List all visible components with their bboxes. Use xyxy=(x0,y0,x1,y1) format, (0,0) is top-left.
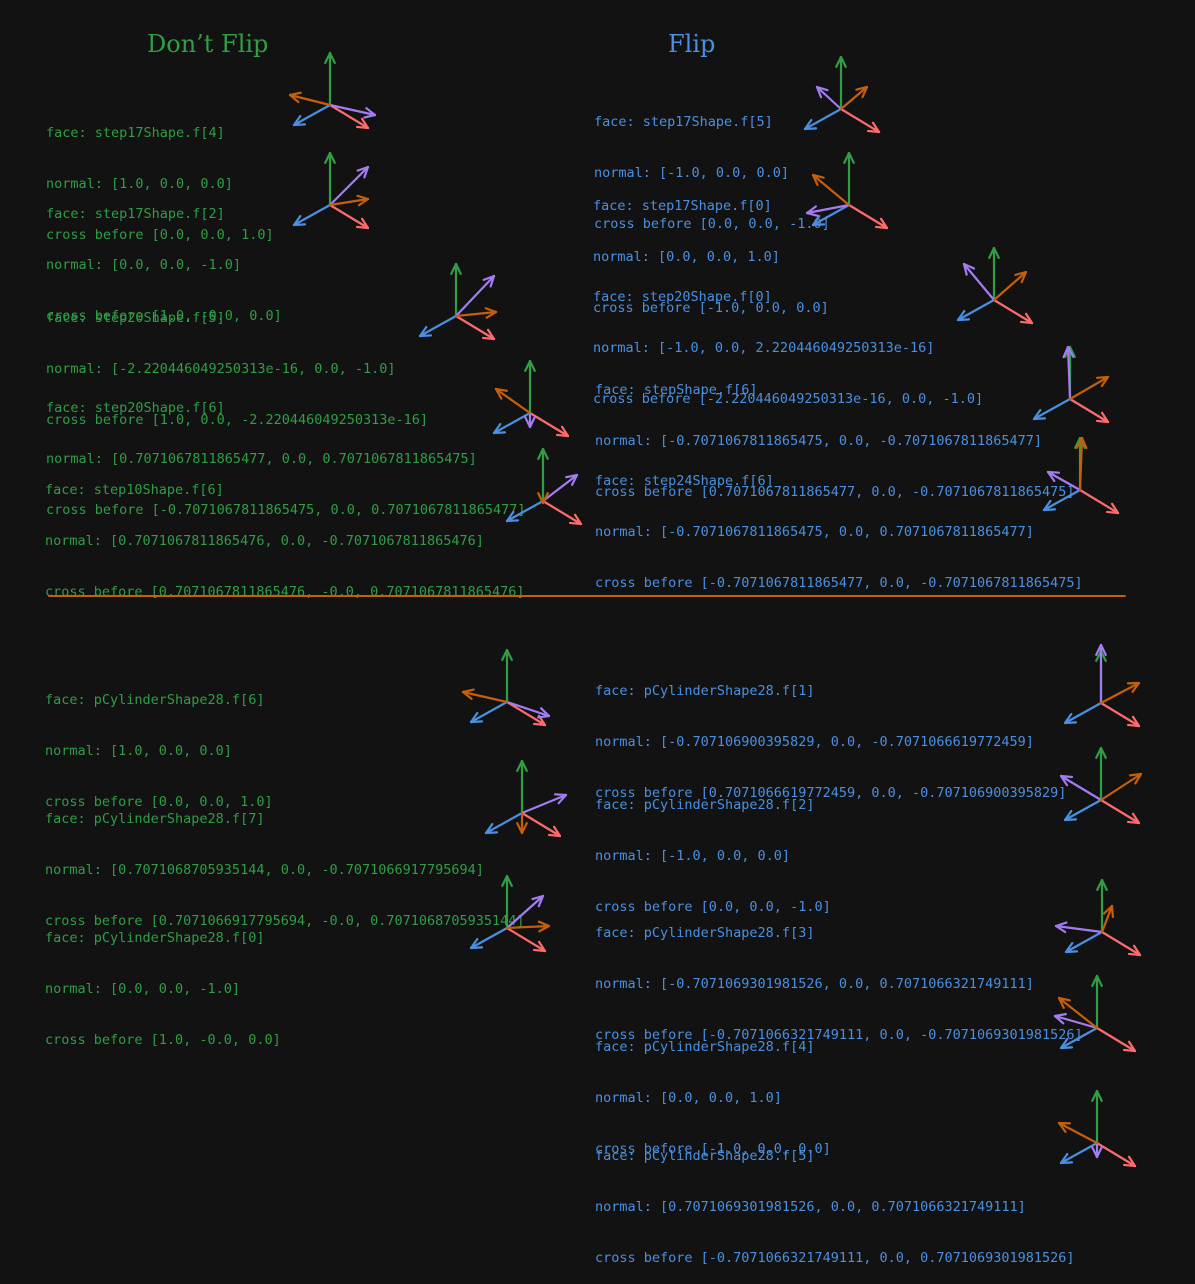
normal-arrow-icon xyxy=(817,87,841,109)
left-axis-arrow-icon xyxy=(958,300,994,320)
axis-gizmo-icon xyxy=(486,761,566,836)
axis-gizmo-icon xyxy=(1061,748,1141,823)
normal-arrow-icon xyxy=(807,205,849,216)
up-axis-arrow-icon xyxy=(502,650,512,702)
cross-before-label: cross before [-0.7071066321749111, 0.0, … xyxy=(595,1250,1075,1267)
cross-arrow-icon xyxy=(463,690,507,702)
normal-arrow-icon xyxy=(507,896,543,928)
up-axis-arrow-icon xyxy=(538,449,548,501)
axis-gizmo-icon xyxy=(958,248,1032,323)
axis-gizmo-icon xyxy=(1044,438,1118,513)
up-axis-arrow-icon xyxy=(989,248,999,300)
right-axis-arrow-icon xyxy=(456,316,494,339)
normal-arrow-icon xyxy=(543,475,577,501)
axis-gizmo-icon xyxy=(463,650,549,725)
cross-arrow-icon xyxy=(1102,906,1113,932)
right-axis-arrow-icon xyxy=(841,109,879,132)
axis-gizmos xyxy=(0,0,1195,1205)
left-axis-arrow-icon xyxy=(1034,399,1070,419)
cross-arrow-icon xyxy=(290,93,330,105)
axis-gizmo-icon xyxy=(1055,976,1135,1051)
normal-arrow-icon xyxy=(522,794,566,813)
right-axis-arrow-icon xyxy=(1097,1028,1135,1051)
cross-arrow-icon xyxy=(994,272,1026,300)
right-axis-arrow-icon xyxy=(994,300,1032,323)
left-axis-arrow-icon xyxy=(1061,1143,1097,1163)
left-axis-arrow-icon xyxy=(507,501,543,521)
right-axis-arrow-icon xyxy=(1101,800,1139,823)
left-axis-arrow-icon xyxy=(471,928,507,948)
left-axis-arrow-icon xyxy=(1044,490,1080,510)
normal-arrow-icon xyxy=(1096,645,1106,703)
right-axis-arrow-icon xyxy=(1101,703,1139,726)
cross-arrow-icon xyxy=(1077,438,1087,490)
up-axis-arrow-icon xyxy=(525,361,535,413)
right-axis-arrow-icon xyxy=(530,413,568,436)
up-axis-arrow-icon xyxy=(325,53,335,105)
normal-arrow-icon xyxy=(330,105,375,118)
left-axis-arrow-icon xyxy=(471,702,507,722)
axis-gizmo-icon xyxy=(494,361,568,436)
left-axis-arrow-icon xyxy=(1061,1028,1097,1048)
up-axis-arrow-icon xyxy=(517,761,527,813)
right-axis-arrow-icon xyxy=(330,205,368,228)
left-axis-arrow-icon xyxy=(805,109,841,129)
cross-arrow-icon xyxy=(841,87,867,109)
axis-gizmo-icon xyxy=(807,153,887,228)
up-axis-arrow-icon xyxy=(836,57,846,109)
up-axis-arrow-icon xyxy=(451,264,461,316)
normal-arrow-icon xyxy=(964,264,994,300)
cross-arrow-icon xyxy=(1070,377,1108,399)
left-axis-arrow-icon xyxy=(294,105,330,125)
axis-gizmo-icon xyxy=(294,153,368,228)
cross-arrow-icon xyxy=(496,389,530,413)
left-axis-arrow-icon xyxy=(1065,703,1101,723)
right-axis-arrow-icon xyxy=(849,205,887,228)
left-axis-arrow-icon xyxy=(1065,800,1101,820)
axis-gizmo-icon xyxy=(507,449,581,524)
axis-gizmo-icon xyxy=(1056,880,1140,955)
axis-gizmo-icon xyxy=(1034,347,1108,422)
up-axis-arrow-icon xyxy=(325,153,335,205)
up-axis-arrow-icon xyxy=(844,153,854,205)
cross-arrow-icon xyxy=(1101,683,1139,703)
left-axis-arrow-icon xyxy=(1066,932,1102,952)
axis-gizmo-icon xyxy=(1065,645,1139,726)
axis-gizmo-icon xyxy=(290,53,375,128)
cross-arrow-icon xyxy=(1101,774,1141,800)
axis-gizmo-icon xyxy=(805,57,879,132)
left-axis-arrow-icon xyxy=(420,316,456,336)
right-axis-arrow-icon xyxy=(543,501,581,524)
right-axis-arrow-icon xyxy=(1080,490,1118,513)
cross-arrow-icon xyxy=(813,175,849,205)
normal-arrow-icon xyxy=(1064,347,1074,399)
normal-arrow-icon xyxy=(1056,923,1102,932)
normal-arrow-icon xyxy=(1048,472,1080,490)
axis-gizmo-icon xyxy=(1059,1091,1135,1166)
up-axis-arrow-icon xyxy=(1092,1091,1102,1143)
right-axis-arrow-icon xyxy=(1097,1143,1135,1166)
up-axis-arrow-icon xyxy=(1092,976,1102,1028)
right-axis-arrow-icon xyxy=(1102,932,1140,955)
axis-gizmo-icon xyxy=(471,876,549,951)
right-axis-arrow-icon xyxy=(1070,399,1108,422)
normal-arrow-icon xyxy=(1055,1014,1097,1028)
axis-gizmo-icon xyxy=(420,264,496,339)
cross-arrow-icon xyxy=(1059,1123,1097,1143)
up-axis-arrow-icon xyxy=(1096,748,1106,800)
left-axis-arrow-icon xyxy=(494,413,530,433)
right-axis-arrow-icon xyxy=(522,813,560,836)
left-axis-arrow-icon xyxy=(294,205,330,225)
normal-arrow-icon xyxy=(1061,776,1101,800)
up-axis-arrow-icon xyxy=(502,876,512,928)
